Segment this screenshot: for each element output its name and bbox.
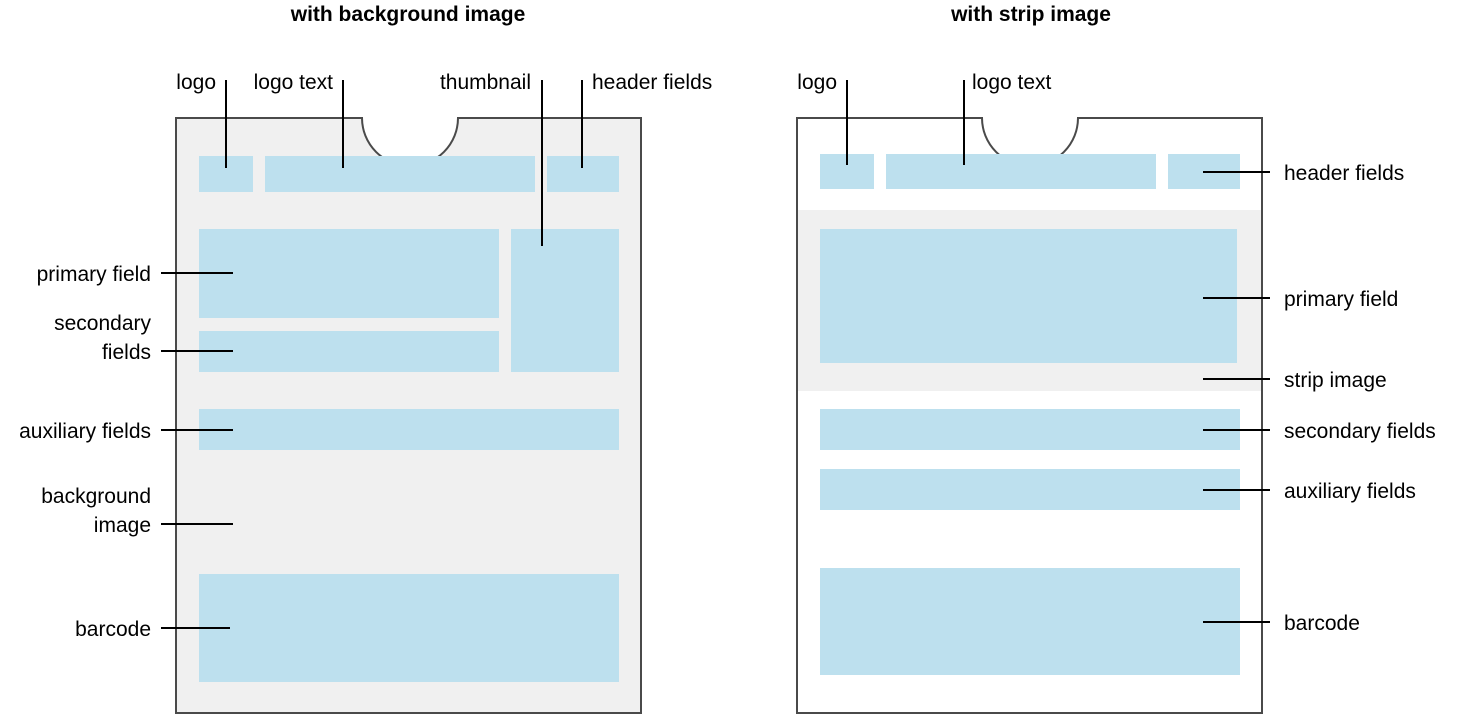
right-logo-text-field — [886, 154, 1156, 189]
left-thumbnail-label: thumbnail — [440, 71, 531, 94]
left-title: with background image — [290, 3, 526, 26]
left-primary-field-label: primary field — [37, 263, 151, 286]
right-strip-image-label: strip image — [1284, 369, 1387, 392]
left-diagram: with background image logo logo text thu… — [19, 3, 712, 714]
right-primary-field — [820, 229, 1237, 363]
right-secondary-fields-label: secondary fields — [1284, 420, 1436, 443]
left-secondary-fields-field — [199, 331, 499, 372]
right-diagram: with strip image logo logo text header f… — [796, 3, 1436, 714]
right-auxiliary-fields-field — [820, 469, 1240, 510]
right-header-fields-label: header fields — [1284, 162, 1404, 185]
left-primary-field — [199, 229, 499, 318]
left-background-image-label-line1: background — [41, 485, 151, 508]
right-auxiliary-fields-label: auxiliary fields — [1284, 480, 1416, 503]
left-logo-text-field — [265, 156, 535, 192]
right-logo-label: logo — [797, 71, 837, 94]
right-barcode-field — [820, 568, 1240, 675]
right-primary-field-label: primary field — [1284, 288, 1398, 311]
left-background-image-label-line2: image — [94, 514, 151, 537]
left-auxiliary-fields-label: auxiliary fields — [19, 420, 151, 443]
right-logo-text-label: logo text — [972, 71, 1052, 94]
left-header-fields-label: header fields — [592, 71, 712, 94]
left-logo-label: logo — [176, 71, 216, 94]
left-secondary-fields-label-line1: secondary — [54, 312, 151, 335]
left-barcode-label: barcode — [75, 618, 151, 641]
left-logo-text-label: logo text — [254, 71, 334, 94]
right-barcode-label: barcode — [1284, 612, 1360, 635]
right-title: with strip image — [950, 3, 1111, 26]
left-thumbnail-field — [511, 229, 619, 372]
left-barcode-field — [199, 574, 619, 682]
left-auxiliary-fields-field — [199, 409, 619, 450]
right-secondary-fields-field — [820, 409, 1240, 450]
left-secondary-fields-label-line2: fields — [102, 341, 151, 364]
